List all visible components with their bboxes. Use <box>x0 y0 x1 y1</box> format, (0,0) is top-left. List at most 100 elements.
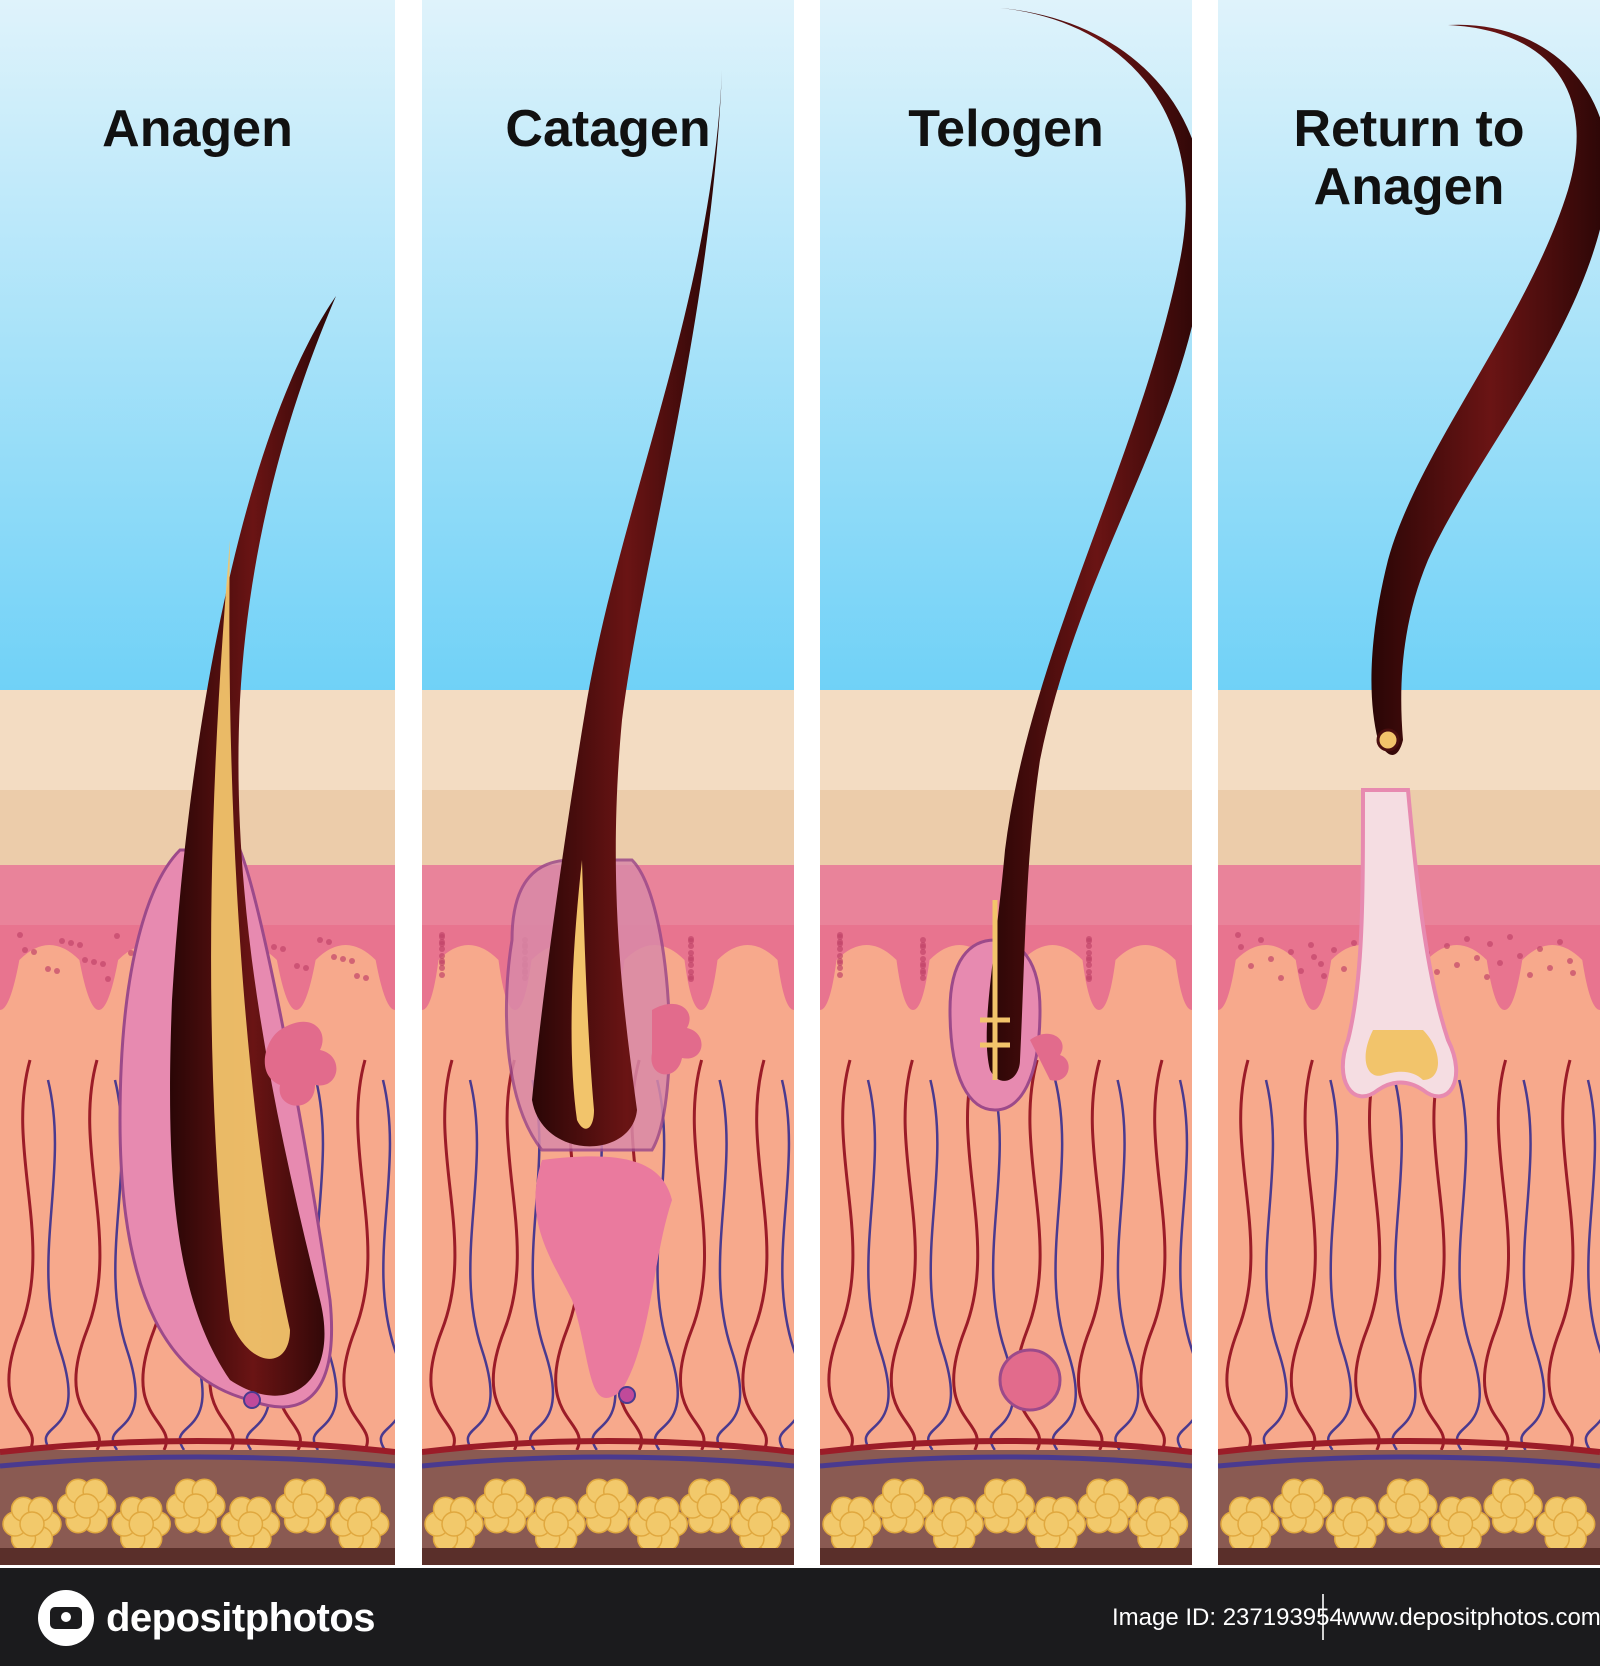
fat-cell-cluster <box>475 1478 535 1534</box>
fat-cell-cluster <box>526 1496 586 1552</box>
blood-vessel <box>1289 1059 1317 1451</box>
panel-anagen: Anagen <box>0 0 395 1565</box>
panel-telogen: Telogen <box>820 0 1192 1565</box>
nerve <box>1051 1079 1078 1451</box>
skin-cross-section <box>1218 0 1600 1565</box>
nerve <box>1262 1079 1288 1451</box>
nerve <box>1176 1079 1192 1451</box>
panel-title: Catagen <box>422 100 794 158</box>
fat-cell-cluster <box>1325 1496 1385 1552</box>
blood-vessel <box>1483 1059 1511 1451</box>
new-hair-bulb <box>1365 1030 1438 1080</box>
fat-cell-cluster <box>1220 1496 1280 1552</box>
title-line: Catagen <box>505 100 711 158</box>
hair-follicle <box>118 296 337 1409</box>
skin-cross-section <box>0 0 395 1565</box>
title-line: Telogen <box>908 100 1104 158</box>
sky <box>0 0 395 695</box>
nerve <box>778 1079 794 1451</box>
fat-cell-cluster <box>1535 1496 1596 1552</box>
nerve <box>1584 1079 1600 1451</box>
club-root <box>1376 728 1400 752</box>
fat-cell-cluster <box>1077 1478 1138 1534</box>
hair-shaft <box>170 296 336 1396</box>
blood-vessel <box>7 1059 35 1451</box>
sebaceous-gland <box>264 1021 337 1106</box>
fat-cell-cluster <box>424 1496 484 1552</box>
nerve <box>379 1079 395 1451</box>
fat-cell-cluster <box>628 1496 689 1552</box>
footer-divider <box>1322 1594 1324 1640</box>
blood-vessel <box>889 1059 917 1451</box>
new-follicle <box>1340 788 1459 1099</box>
nerve <box>1520 1079 1546 1451</box>
fat-cell-cluster <box>873 1478 933 1534</box>
nerve <box>1455 1079 1482 1451</box>
skin-cross-section <box>820 0 1192 1565</box>
site-url[interactable]: www.depositphotos.com <box>1342 1604 1600 1631</box>
nerve <box>989 1079 1015 1451</box>
nerve <box>529 1079 555 1451</box>
hair-medulla <box>571 860 594 1129</box>
blood-vessel <box>342 1059 370 1451</box>
nerve <box>1391 1079 1417 1451</box>
blood-vessel <box>1547 1059 1575 1451</box>
nerve <box>716 1079 742 1451</box>
fat-cell-cluster <box>329 1496 390 1552</box>
dermal-papilla <box>998 1348 1062 1412</box>
fat-cell-cluster <box>2 1496 62 1552</box>
panel-return-to-anagen: Return to Anagen <box>1218 0 1600 1565</box>
fat-cell-cluster <box>1272 1478 1333 1534</box>
panel-title: Return to Anagen <box>1218 100 1600 216</box>
connective-tissue-strand <box>535 1156 672 1398</box>
sky <box>422 0 794 695</box>
nerve <box>466 1079 492 1451</box>
footer-bar: depositphotos Image ID: 237193954 www.de… <box>0 1568 1600 1666</box>
fat-cell-cluster <box>1430 1496 1491 1552</box>
blood-vessel <box>1077 1059 1105 1451</box>
hair-shaft <box>986 8 1192 1081</box>
fat-cell-cluster <box>1378 1478 1438 1534</box>
fat-cell-cluster <box>1026 1496 1087 1552</box>
blood-vessel <box>1354 1059 1382 1451</box>
fat-cell-cluster <box>975 1478 1035 1534</box>
blood-vessel <box>741 1059 769 1451</box>
blood-vessel <box>1225 1059 1253 1451</box>
panel-title: Telogen <box>820 100 1192 158</box>
fat-cell-cluster <box>166 1478 226 1534</box>
fat-cell-cluster <box>1483 1478 1543 1534</box>
nerve <box>864 1079 890 1451</box>
image-id: Image ID: 237193954 <box>1112 1604 1343 1631</box>
nerve <box>653 1079 680 1451</box>
fat-cell-cluster <box>111 1496 171 1552</box>
dermal-papilla <box>618 1386 636 1404</box>
blood-vessel <box>74 1059 102 1451</box>
fat-cell-cluster <box>220 1496 281 1552</box>
dermal-papilla <box>243 1391 261 1409</box>
blood-vessel <box>679 1059 707 1451</box>
hair-follicle <box>1340 24 1600 1099</box>
fat-cell-cluster <box>730 1496 791 1552</box>
fat-cell-cluster <box>924 1496 984 1552</box>
blood-vessel <box>491 1059 519 1451</box>
panel-title: Anagen <box>0 100 395 158</box>
hair-medulla <box>980 900 1010 1080</box>
nerve <box>1327 1079 1353 1451</box>
sebaceous-gland <box>651 1003 702 1075</box>
nerve <box>44 1079 70 1451</box>
shed-hair-shaft <box>1371 24 1600 755</box>
blood-vessel <box>952 1059 980 1451</box>
logo-text: depositphotos <box>106 1595 376 1640</box>
blood-vessel <box>429 1059 457 1451</box>
sky <box>820 0 1192 695</box>
depositphotos-logo[interactable]: depositphotos <box>38 1590 376 1646</box>
hair-shaft <box>532 70 722 1147</box>
hair-follicle <box>504 70 722 1404</box>
fat-cell-cluster <box>1128 1496 1189 1552</box>
hair-follicle <box>948 8 1192 1412</box>
blood-vessel <box>1139 1059 1167 1451</box>
title-line: Anagen <box>102 100 293 158</box>
blood-vessel <box>1014 1059 1042 1451</box>
camera-icon <box>38 1590 94 1646</box>
fat-cell-cluster <box>822 1496 882 1552</box>
